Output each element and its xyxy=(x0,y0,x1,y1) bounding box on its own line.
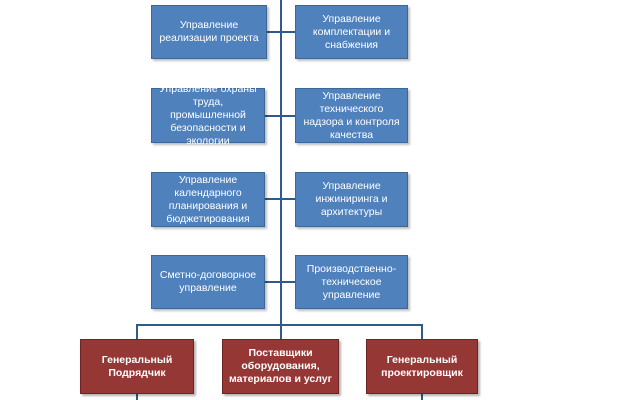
box-label: Управление реализации проекта xyxy=(159,19,259,44)
box-label: Управление комплектации и снабжения xyxy=(312,12,391,51)
box-label: Производственно-техническое управление xyxy=(306,262,397,301)
box-general-contractor: Генеральный Подрядчик xyxy=(80,339,194,394)
box-estimate-contract: Сметно-договорное управление xyxy=(151,255,265,309)
box-scheduling-budgeting: Управление календарного планирования и б… xyxy=(151,172,265,227)
box-project-implementation: Управление реализации проекта xyxy=(151,5,267,59)
box-label: Управление инжиниринга и архитектуры xyxy=(315,180,388,218)
box-procurement-supply: Управление комплектации и снабжения xyxy=(295,5,408,59)
box-engineering-architecture: Управление инжиниринга и архитектуры xyxy=(295,172,408,227)
box-general-designer: Генеральный проектировщик xyxy=(366,339,478,394)
box-suppliers: Поставщики оборудования, материалов и ус… xyxy=(222,339,339,394)
box-label: Управление технического надзора и контро… xyxy=(303,89,400,141)
box-label: Управление охраны труда, промышленной бе… xyxy=(159,83,257,147)
box-production-technical: Производственно-техническое управление xyxy=(295,255,408,309)
box-technical-supervision: Управление технического надзора и контро… xyxy=(295,88,408,143)
box-label: Поставщики оборудования, материалов и ус… xyxy=(228,347,332,385)
box-label: Генеральный Подрядчик xyxy=(101,353,173,379)
box-label: Генеральный проектировщик xyxy=(381,353,463,379)
box-label: Управление календарного планирования и б… xyxy=(166,173,250,225)
box-label: Сметно-договорное управление xyxy=(159,269,257,294)
box-labor-safety-ecology: Управление охраны труда, промышленной бе… xyxy=(151,83,265,147)
